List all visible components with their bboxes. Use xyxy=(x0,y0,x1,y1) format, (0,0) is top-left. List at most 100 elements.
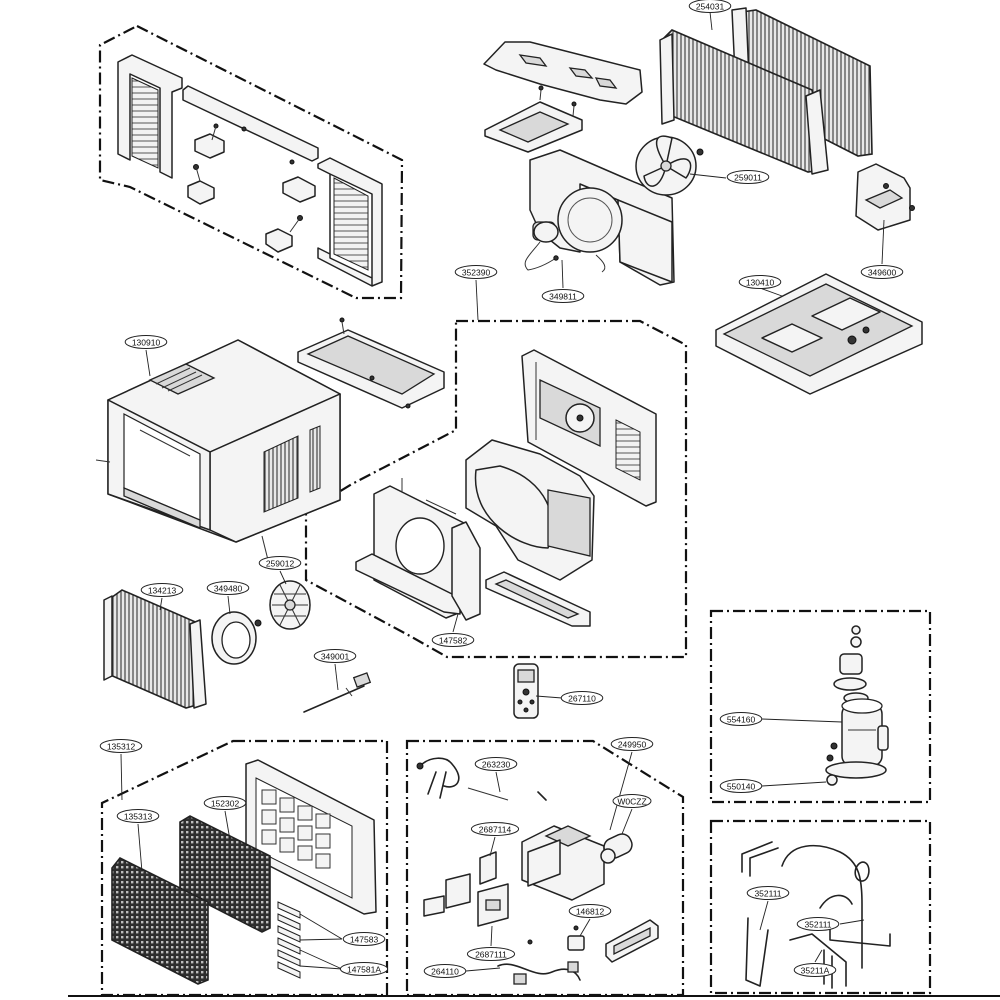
part-tag-p1: 254031 xyxy=(688,0,732,13)
part-tag-oval xyxy=(470,822,520,836)
part-number-label: 35211A xyxy=(801,966,830,976)
base-pan xyxy=(715,273,923,395)
part-number-label: W0CZZ xyxy=(617,797,646,807)
part-tag-p18: 152302 xyxy=(203,796,247,810)
part-number-label: 2687111 xyxy=(475,950,507,960)
part-tag-oval xyxy=(688,0,732,13)
part-number-label: 349001 xyxy=(321,652,350,662)
part-tag-oval xyxy=(258,556,302,570)
blower-wheel xyxy=(269,580,311,630)
part-tag-p29: 352111 xyxy=(796,917,840,931)
part-number-label: 264110 xyxy=(431,967,459,977)
part-number-label: 135312 xyxy=(107,742,136,752)
part-tag-oval xyxy=(568,904,612,918)
part-tag-p14: 554160 xyxy=(719,712,763,726)
part-tag-p11: 147582 xyxy=(431,633,475,647)
part-number-label: 263230 xyxy=(482,760,511,770)
part-number-label: 147582 xyxy=(439,636,468,646)
part-number-label: 249950 xyxy=(618,740,647,750)
part-number-label: 147581A xyxy=(347,965,381,975)
part-number-label: 152302 xyxy=(211,799,240,809)
part-number-label: 146812 xyxy=(576,907,605,917)
part-tag-oval xyxy=(541,289,585,303)
part-tag-oval xyxy=(342,932,386,946)
part-number-label: 349600 xyxy=(868,268,897,278)
sensor-rod xyxy=(303,672,372,713)
part-tag-oval xyxy=(612,794,652,808)
part-tag-oval xyxy=(431,633,475,647)
part-number-label: 349480 xyxy=(214,584,243,594)
part-tag-p12: 349001 xyxy=(313,649,357,663)
part-tag-oval xyxy=(796,917,840,931)
part-tag-p13: 267110 xyxy=(560,691,604,705)
part-number-label: 352390 xyxy=(462,268,491,278)
part-tag-oval xyxy=(124,335,168,349)
part-number-label: 2687114 xyxy=(479,825,512,835)
part-tag-oval xyxy=(454,265,498,279)
part-tag-oval xyxy=(206,581,250,595)
cabinet xyxy=(95,339,341,561)
group-fan-shroud-outline xyxy=(304,319,688,659)
front-grille-group xyxy=(111,759,377,985)
top-panel xyxy=(297,317,445,409)
part-tag-oval xyxy=(99,739,143,753)
part-tag-p23: W0CZZ xyxy=(612,794,652,808)
part-tag-p9: 349480 xyxy=(206,581,250,595)
part-tag-p20: 147581A xyxy=(339,962,389,976)
compressor-assembly xyxy=(825,625,889,786)
part-tag-p5: 349811 xyxy=(541,289,585,303)
part-tag-p15: 550140 xyxy=(719,779,763,793)
part-tag-oval xyxy=(860,265,904,279)
part-tag-oval xyxy=(719,779,763,793)
part-tag-p6: 352390 xyxy=(454,265,498,279)
part-tag-oval xyxy=(423,964,467,978)
part-tag-oval xyxy=(203,796,247,810)
part-number-label: 130410 xyxy=(746,278,775,288)
part-number-label: 134213 xyxy=(148,586,177,596)
fan-shroud-group xyxy=(355,349,657,627)
part-tag-p4: 130410 xyxy=(738,275,782,289)
part-tag-p16: 135312 xyxy=(99,739,143,753)
part-tag-p3: 349600 xyxy=(860,265,904,279)
part-tag-oval xyxy=(466,947,516,961)
part-number-label: 254031 xyxy=(696,2,725,12)
part-tag-p21: 249950 xyxy=(610,737,654,751)
part-tag-oval xyxy=(738,275,782,289)
part-tag-p7: 130910 xyxy=(124,335,168,349)
part-tag-p2: 259011 xyxy=(726,170,770,184)
part-number-label: 554160 xyxy=(727,715,756,725)
control-bracket xyxy=(855,163,915,231)
part-tag-oval xyxy=(746,886,790,900)
part-number-tags: 254031 259011 349600 130410 349811 352390 1309… xyxy=(99,0,904,978)
part-tag-p30: 35211A xyxy=(793,963,837,977)
blower-ring xyxy=(211,611,262,665)
part-number-label: 267110 xyxy=(568,694,596,704)
part-tag-oval xyxy=(726,170,770,184)
part-tag-oval xyxy=(560,691,604,705)
part-tag-oval xyxy=(719,712,763,726)
top-center-assembly xyxy=(483,41,704,286)
part-number-label: 259011 xyxy=(734,173,762,183)
group-compressor-outline xyxy=(709,609,932,804)
condenser-coil xyxy=(659,7,873,175)
part-tag-oval xyxy=(313,649,357,663)
group-electrical-outline xyxy=(405,739,685,997)
part-tag-p26: 2687111 xyxy=(466,947,516,961)
part-tag-p25: 146812 xyxy=(568,904,612,918)
part-tag-p17: 135313 xyxy=(116,809,160,823)
part-tag-p27: 264110 xyxy=(423,964,467,978)
part-tag-p28: 352111 xyxy=(746,886,790,900)
part-tag-oval xyxy=(140,583,184,597)
part-tag-p22: 263230 xyxy=(474,757,518,771)
side-curtain-kit xyxy=(117,54,383,287)
evaporator-coil xyxy=(103,589,207,709)
part-number-label: 352111 xyxy=(754,889,781,899)
part-tag-oval xyxy=(474,757,518,771)
leader-lines xyxy=(120,11,885,972)
part-number-label: 349811 xyxy=(549,292,577,302)
part-number-label: 259012 xyxy=(266,559,295,569)
part-tag-p8: 134213 xyxy=(140,583,184,597)
part-tag-oval xyxy=(610,737,654,751)
part-tag-oval xyxy=(116,809,160,823)
